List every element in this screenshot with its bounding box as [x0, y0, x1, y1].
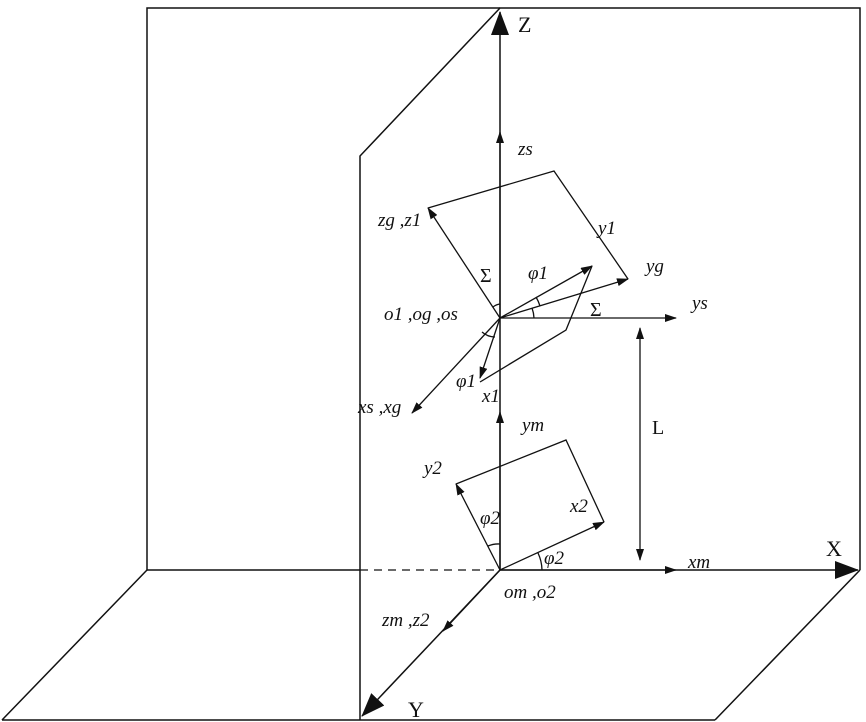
label-axis-X: X — [826, 536, 842, 561]
angle-arc-phi2-bottom — [537, 552, 543, 571]
label-y1: y1 — [596, 218, 616, 239]
label-ys: ys — [690, 293, 708, 314]
floor-plane — [1, 569, 861, 721]
angle-arc-phi1-bottom — [481, 331, 496, 338]
label-axis-Y: Y — [408, 697, 424, 722]
angle-arc-phi2-left — [487, 543, 501, 547]
label-axis-Z: Z — [518, 12, 531, 37]
angle-arc-phi1-top — [535, 296, 541, 307]
label-zg-z1: zg ,z1 — [377, 210, 421, 231]
label-L: L — [652, 417, 664, 439]
label-xm: xm — [687, 552, 710, 573]
label-ym: ym — [520, 415, 544, 436]
angle-arc-sigma-right — [531, 307, 535, 319]
label-xs-xg: xs ,xg — [357, 397, 401, 418]
label-x1: x1 — [481, 386, 500, 407]
label-y2: y2 — [422, 458, 442, 479]
angle-arc-sigma-top — [492, 303, 501, 308]
axis-x1 — [479, 317, 501, 379]
axis-zm-z2 — [442, 569, 501, 632]
back-wall-plane — [146, 7, 500, 571]
label-yg: yg — [644, 256, 664, 277]
axis-y1 — [499, 265, 593, 319]
lower-plane-outline — [455, 439, 605, 523]
label-phi1-bottom: φ1 — [456, 371, 476, 392]
label-origin-lower: om ,o2 — [504, 582, 556, 603]
label-zs: zs — [517, 139, 533, 160]
label-zm-z2: zm ,z2 — [381, 610, 430, 631]
label-phi2-bottom: φ2 — [544, 548, 565, 569]
label-phi1-top: φ1 — [528, 263, 548, 284]
upper-plane-outline — [427, 170, 629, 280]
label-x2: x2 — [569, 496, 588, 517]
axis-yg — [499, 278, 629, 319]
side-wall-plane — [359, 7, 861, 720]
label-phi2-left: φ2 — [480, 508, 501, 529]
label-sigma-right: Σ — [590, 299, 602, 321]
axis-zg-z1 — [427, 207, 501, 319]
axis-y2 — [455, 483, 501, 571]
upper-small-plane-outline — [479, 265, 593, 383]
label-sigma-top: Σ — [480, 265, 492, 287]
axis-x2 — [499, 521, 605, 571]
label-origin-upper: o1 ,og ,os — [384, 304, 458, 325]
